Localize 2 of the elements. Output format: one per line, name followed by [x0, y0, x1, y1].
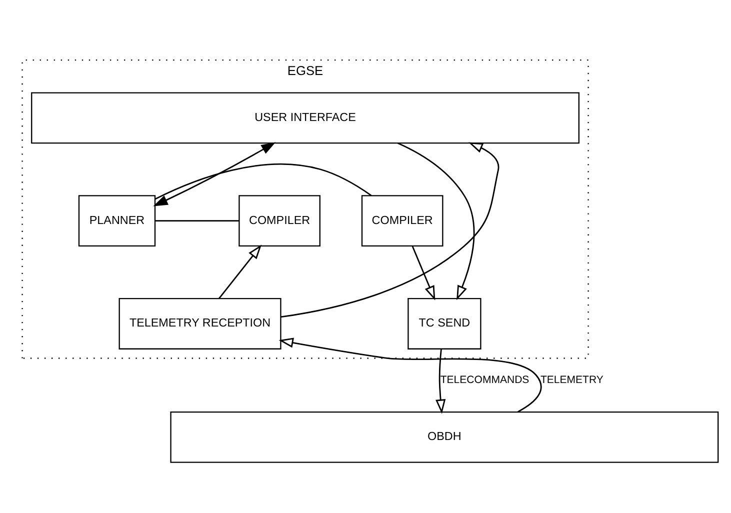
edge-label: TELEMETRY	[540, 374, 604, 386]
edge-label: TELECOMMANDS	[440, 374, 530, 386]
